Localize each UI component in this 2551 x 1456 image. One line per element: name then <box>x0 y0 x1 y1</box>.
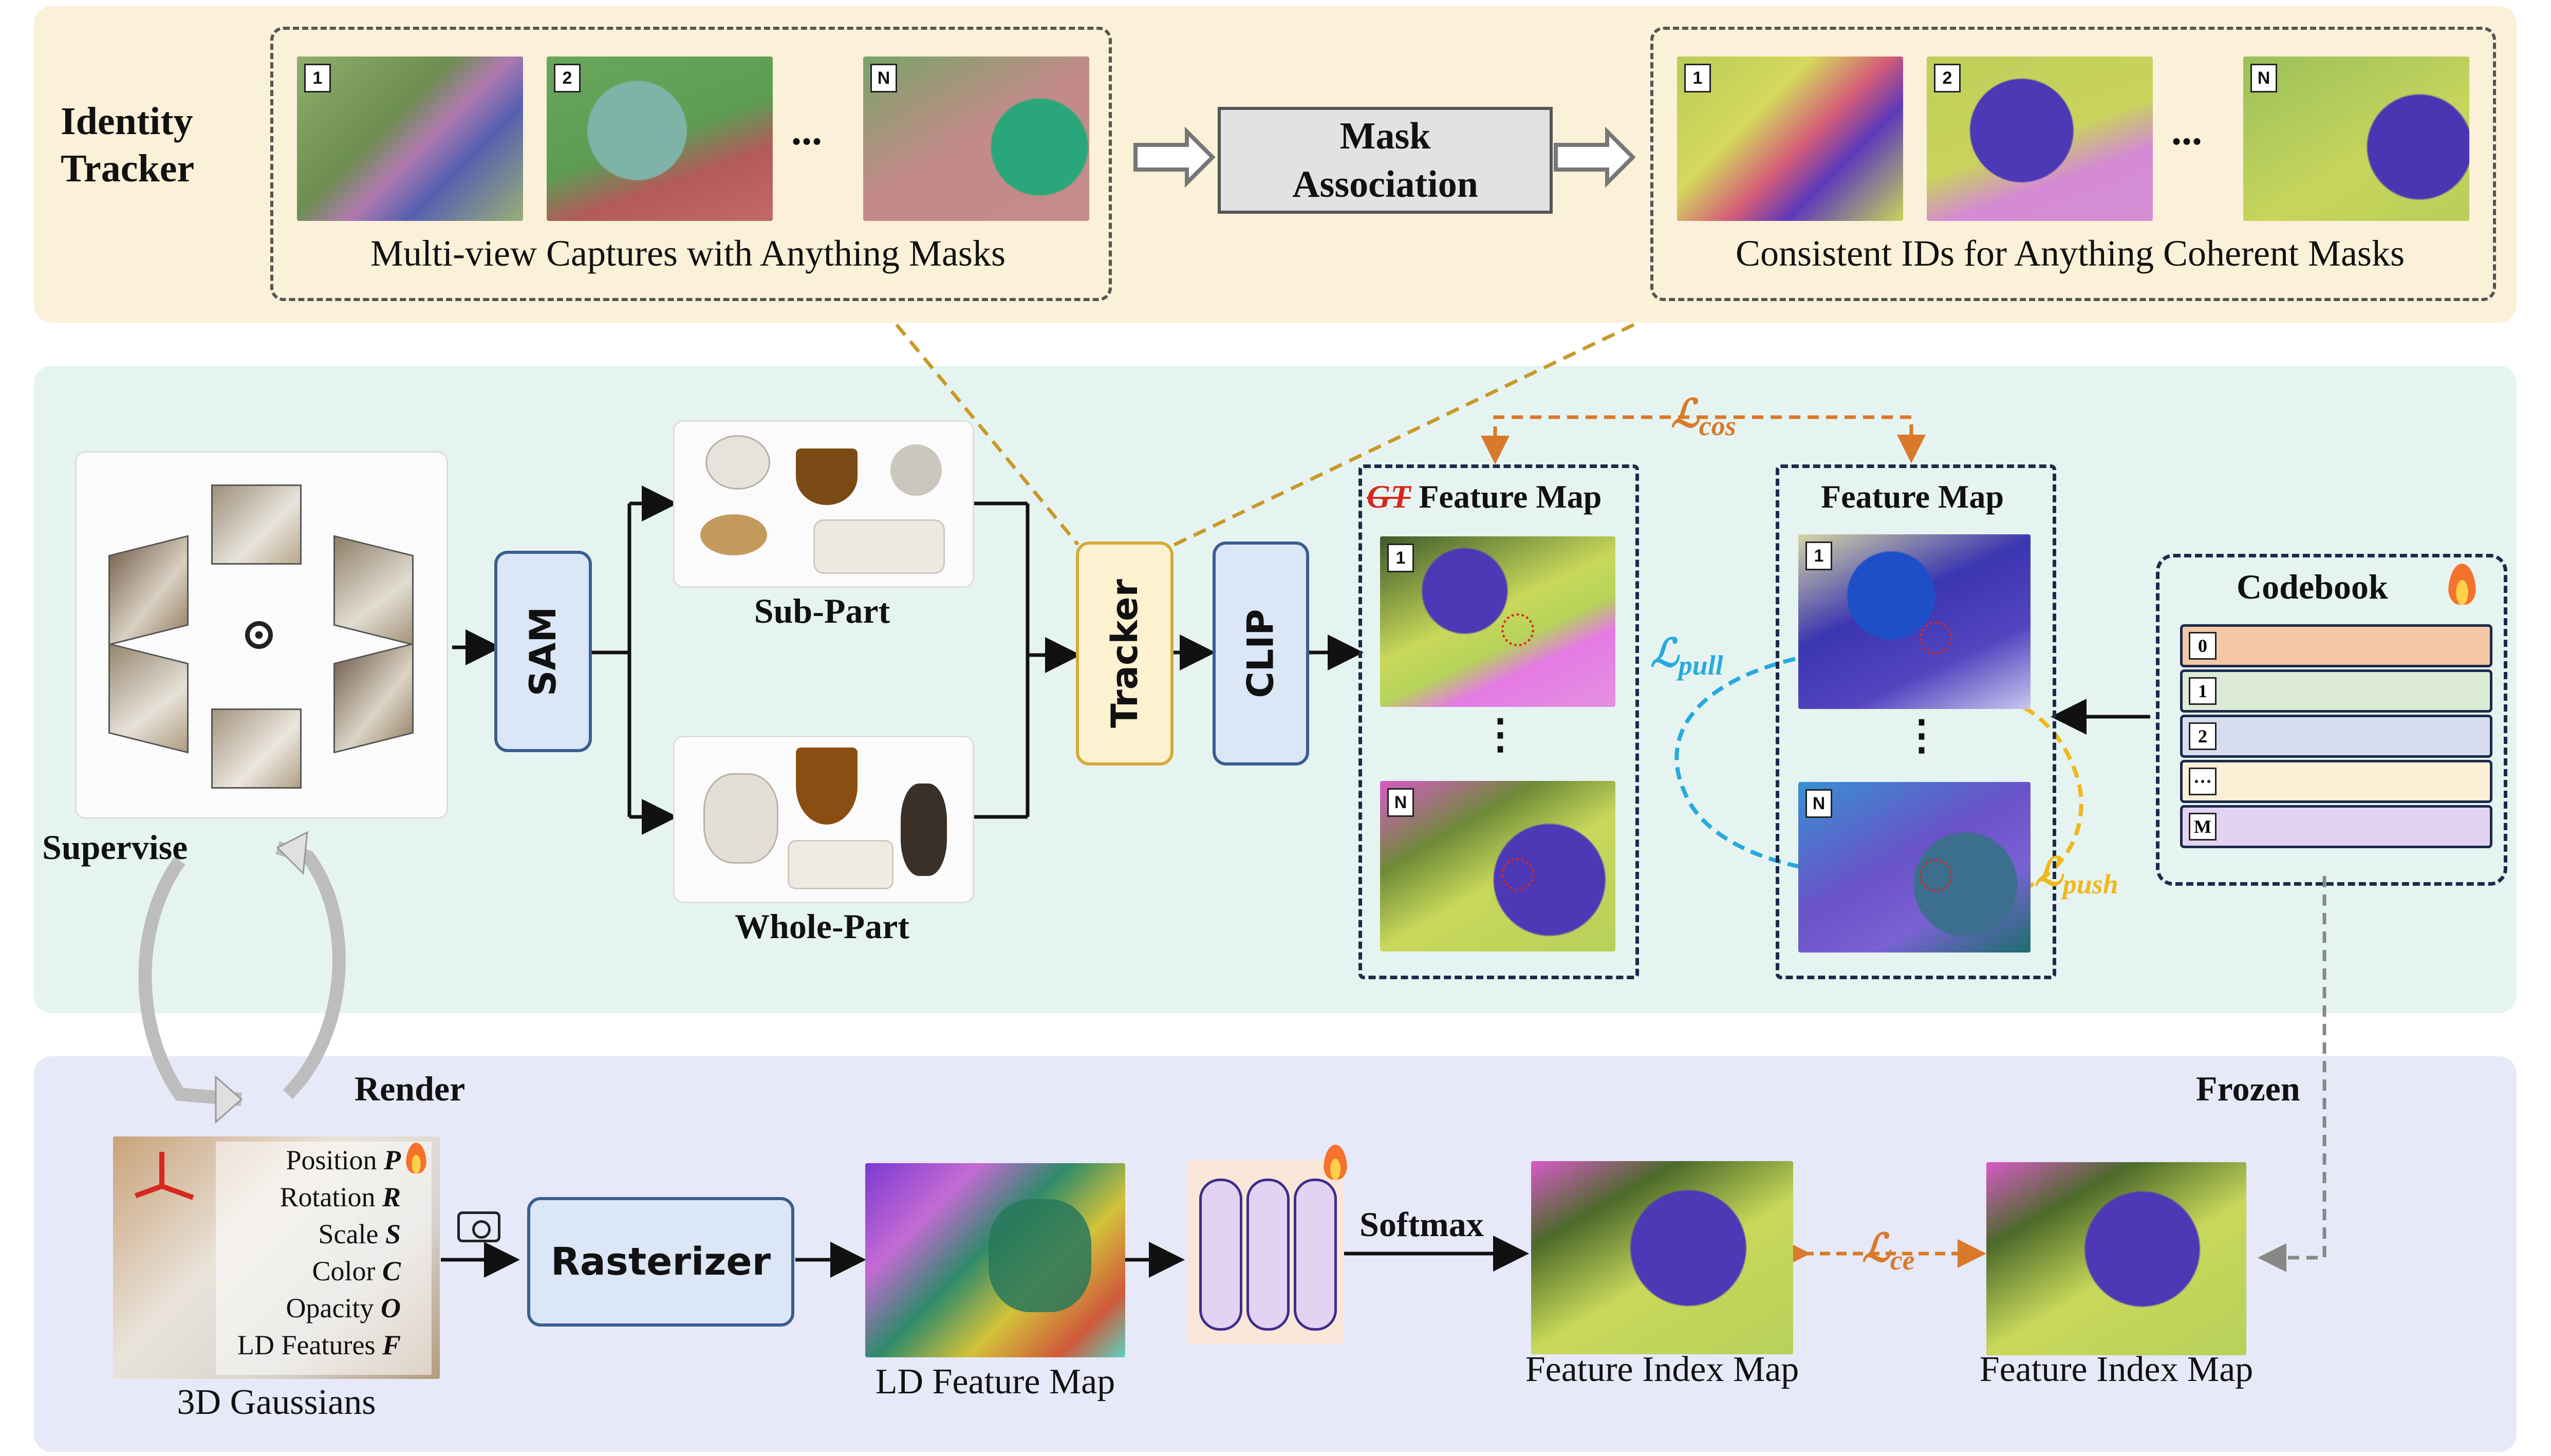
whole-part-label: Whole-Part <box>735 907 909 946</box>
supervise-label: Supervise <box>42 828 188 867</box>
capture-thumb-n: N <box>863 57 1089 221</box>
capture-thumb-1: 1 <box>297 57 523 221</box>
pred-vdots: ⋮ <box>1901 713 1942 758</box>
consistent-ids-box <box>1650 27 2496 301</box>
render-label: Render <box>355 1069 465 1108</box>
gt-map-1: 1 <box>1380 536 1615 707</box>
consistent-thumb-1: 1 <box>1677 57 1903 221</box>
capture-thumb-2: 2 <box>547 57 773 221</box>
codebook-title: Codebook <box>2237 567 2388 606</box>
captures-ellipsis: ... <box>791 108 822 154</box>
pred-map-1: 1 <box>1798 534 2031 709</box>
feature-map-box <box>1776 464 2056 979</box>
loss-cos-label: ℒcos <box>1671 393 1736 442</box>
pred-map-n: N <box>1798 782 2031 953</box>
mask-association-box: Mask Association <box>1218 107 1553 214</box>
camera-icon <box>457 1211 500 1242</box>
loss-push-label: ℒpush <box>2035 851 2118 900</box>
consistent-thumb-n: N <box>2243 57 2469 221</box>
feature-map-title: Feature Map <box>1820 478 2004 515</box>
loss-pull-label: ℒpull <box>1650 632 1723 681</box>
feature-index-map-2 <box>1986 1162 2246 1355</box>
codebook-row-2: 2 <box>2180 715 2492 758</box>
codebook-box: Codebook 0 1 2 ··· M <box>2156 554 2507 886</box>
gt-vdots: ⋮ <box>1480 712 1521 757</box>
multi-view-captures-box <box>270 27 1112 301</box>
decoder-mlp <box>1187 1160 1344 1344</box>
gt-feature-map-title: GT Feature Map <box>1367 478 1602 515</box>
identity-tracker-title: Identity Tracker <box>61 100 195 190</box>
gaussians-caption: 3D Gaussians <box>177 1383 376 1422</box>
camera-center-icon <box>245 621 273 649</box>
frozen-label: Frozen <box>2196 1069 2300 1108</box>
feature-index-map-1 <box>1531 1161 1793 1354</box>
codebook-row-0: 0 <box>2180 624 2492 667</box>
sub-part-image <box>673 420 974 588</box>
flame-icon <box>2448 564 2476 605</box>
loss-ce-label: ℒce <box>1862 1227 1915 1276</box>
consistent-ellipsis: ... <box>2171 108 2202 154</box>
clip-module: CLIP <box>1213 542 1309 766</box>
softmax-label: Softmax <box>1360 1205 1484 1244</box>
gt-map-n: N <box>1380 781 1615 951</box>
codebook-row-m: M <box>2180 805 2492 848</box>
sam-module: SAM <box>494 551 592 752</box>
captures-caption: Multi-view Captures with Anything Masks <box>370 233 1005 274</box>
tracker-module: Tracker <box>1076 542 1174 766</box>
gaussians-image <box>113 1136 440 1379</box>
multi-view-input <box>75 451 448 819</box>
consistent-caption: Consistent IDs for Anything Coherent Mas… <box>1736 233 2405 274</box>
rasterizer-module: Rasterizer <box>527 1197 794 1327</box>
feature-index-map-2-caption: Feature Index Map <box>1979 1350 2254 1389</box>
feature-index-map-1-caption: Feature Index Map <box>1525 1350 1799 1389</box>
gaussian-attributes: Position P Rotation R Scale S Color C Op… <box>237 1145 401 1360</box>
consistent-thumb-2: 2 <box>1927 57 2153 221</box>
sub-part-label: Sub-Part <box>754 591 890 630</box>
flame-icon-decoder <box>1324 1145 1347 1180</box>
ld-feature-map-image <box>865 1163 1125 1357</box>
codebook-row-ellipsis: ··· <box>2180 760 2492 803</box>
whole-part-image <box>673 736 974 903</box>
flame-icon-gaussians <box>406 1143 426 1173</box>
codebook-row-1: 1 <box>2180 669 2492 713</box>
gt-feature-map-box <box>1358 464 1639 979</box>
axes-icon <box>134 1147 194 1203</box>
ld-feature-map-caption: LD Feature Map <box>875 1362 1115 1402</box>
